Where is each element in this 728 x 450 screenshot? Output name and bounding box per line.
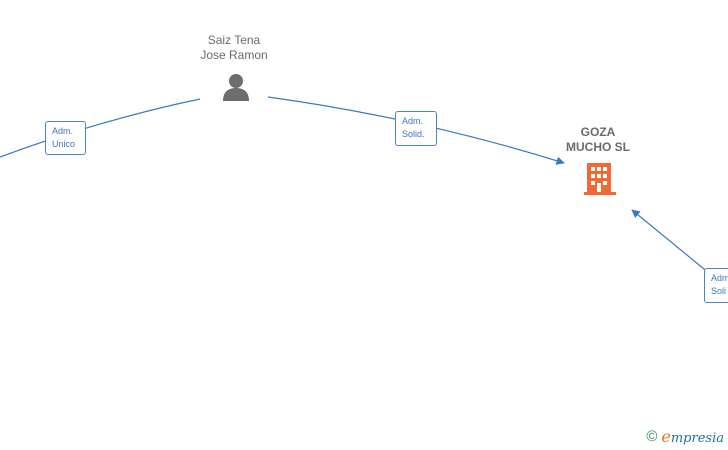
company-name-line2: MUCHO SL (566, 140, 630, 154)
brand-initial: e (661, 427, 671, 446)
person-name-line1: Saiz Tena (207, 33, 261, 47)
person-icon[interactable] (221, 72, 251, 102)
edge-left (0, 98, 201, 158)
building-icon[interactable] (584, 162, 616, 196)
edge-label-adm-solid-right[interactable]: Adm Soli (704, 268, 728, 303)
edge-label-left-line2: Unico (52, 139, 76, 149)
company-name-line1: GOZA (580, 125, 616, 139)
copyright-icon: © (646, 428, 658, 445)
brand-logo[interactable]: empresia (661, 427, 724, 446)
edge-right (631, 209, 716, 279)
edge-label-left-line1: Adm. (52, 126, 74, 136)
edge-label-middle-line1: Adm. (402, 116, 424, 126)
edge-label-right-line2: Soli (711, 286, 727, 296)
brand-rest: mpresia (670, 431, 724, 446)
edge-label-adm-unico[interactable]: Adm. Unico (45, 121, 86, 155)
person-node-label: Saiz Tena Jose Ramon (184, 33, 284, 63)
edge-label-right-line1: Adm (711, 273, 728, 283)
edge-label-adm-solid[interactable]: Adm. Solid. (395, 111, 437, 146)
footer-brand: © empresia (646, 427, 724, 446)
company-node-label: GOZA MUCHO SL (548, 125, 648, 155)
edge-label-middle-line2: Solid. (402, 129, 425, 139)
person-name-line2: Jose Ramon (200, 48, 268, 62)
